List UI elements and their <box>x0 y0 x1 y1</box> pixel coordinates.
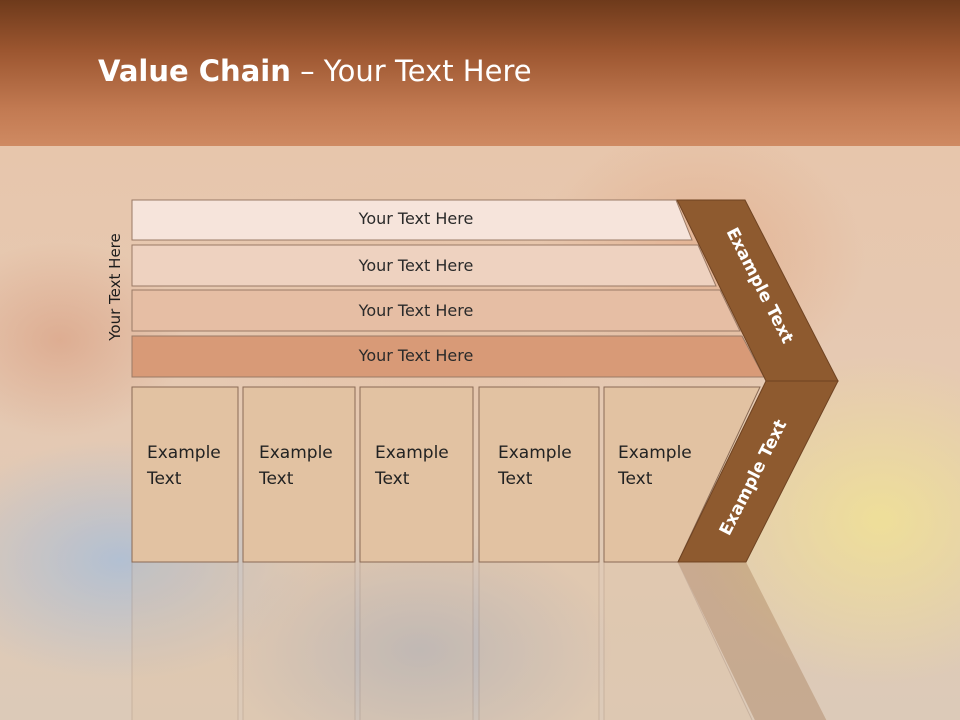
bar-2-shape <box>131 244 717 287</box>
column-1-line2: Text <box>147 469 182 489</box>
chevron-bottom-shape <box>677 380 839 563</box>
column-2-shape <box>242 386 356 563</box>
bar-2-label: Your Text Here <box>358 256 474 275</box>
slide-title-bold: Value Chain <box>98 54 291 88</box>
bar-4-label: Your Text Here <box>358 346 474 365</box>
slide-title: Value Chain – Your Text Here <box>98 54 532 88</box>
bar-3-label: Your Text Here <box>358 301 474 320</box>
column-5-line1: Example <box>618 443 692 463</box>
column-1-line1: Example <box>147 443 221 463</box>
column-3-line1: Example <box>375 443 449 463</box>
column-3-shape <box>359 386 474 563</box>
slide-title-rest: – Your Text Here <box>290 54 532 88</box>
column-1-shape <box>131 386 239 563</box>
bar-1-label: Your Text Here <box>358 209 474 228</box>
column-5-line2: Text <box>618 469 653 489</box>
column-4-shape <box>478 386 600 563</box>
column-4-line2: Text <box>498 469 533 489</box>
column-2-line1: Example <box>259 443 333 463</box>
column-4-line1: Example <box>498 443 572 463</box>
title-banner: Value Chain – Your Text Here <box>0 0 960 146</box>
column-2-line2: Text <box>259 469 294 489</box>
bar-3-shape <box>131 289 741 332</box>
column-3-line2: Text <box>375 469 410 489</box>
bar-1-shape <box>131 199 693 241</box>
